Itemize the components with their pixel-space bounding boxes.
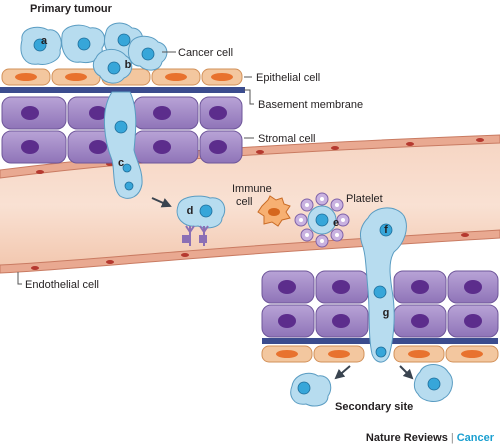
credit-separator: |	[450, 432, 454, 444]
label-secondary-site: Secondary site	[335, 401, 413, 413]
label-platelet: Platelet	[346, 193, 383, 205]
step-d: d	[187, 205, 194, 217]
extravasating-cancer-cell	[359, 207, 407, 363]
circulating-cancer-cell	[176, 195, 226, 229]
label-epithelial-cell: Epithelial cell	[256, 72, 320, 84]
label-endothelial-cell: Endothelial cell	[25, 279, 99, 291]
arrow-to-d	[151, 197, 172, 208]
label-cancer-cell: Cancer cell	[178, 47, 233, 59]
step-f: f	[384, 224, 388, 236]
platelet-cluster	[294, 192, 350, 248]
credit-journal: Cancer	[456, 432, 494, 444]
step-a: a	[41, 35, 48, 47]
label-primary-tumour: Primary tumour	[30, 3, 113, 15]
invading-cancer-cell	[103, 91, 143, 199]
primary-epithelial-layer	[1, 68, 243, 86]
disseminated-cell-right	[413, 364, 453, 402]
immune-cell	[257, 195, 291, 227]
primary-basement-membrane	[0, 87, 245, 93]
step-e: e	[333, 217, 339, 229]
leader-lines	[17, 51, 254, 285]
disseminated-cell-left	[290, 372, 332, 407]
endothelial-nuclei-upper	[36, 138, 484, 174]
step-c: c	[118, 157, 124, 169]
label-basement-membrane: Basement membrane	[258, 99, 363, 111]
secondary-stromal-layer	[261, 270, 499, 338]
arrow-to-right-site	[399, 365, 414, 380]
label-immune-cell-line2: cell	[236, 196, 253, 208]
label-stromal-cell: Stromal cell	[258, 133, 315, 145]
journal-credit: Nature Reviews|Cancer	[366, 432, 494, 444]
step-b: b	[125, 59, 132, 71]
adhesion-receptors	[182, 225, 209, 246]
label-immune-cell-line1: Immune	[232, 183, 272, 195]
endothelial-nuclei-lower	[31, 233, 469, 270]
step-g: g	[383, 307, 390, 319]
primary-tumour-cells	[20, 22, 168, 84]
credit-publisher: Nature Reviews	[365, 432, 448, 444]
secondary-epithelial-layer	[261, 345, 499, 363]
primary-stromal-layer	[1, 96, 243, 164]
arrow-to-left-site	[334, 365, 351, 380]
